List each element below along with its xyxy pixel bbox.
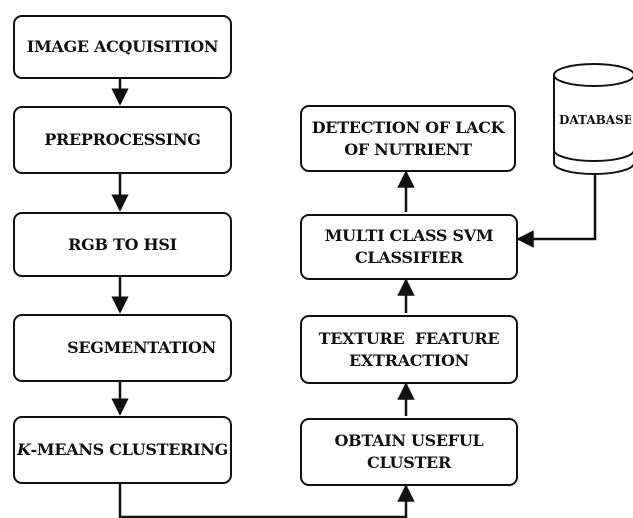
step-obtain-useful-cluster: OBTAIN USEFUL CLUSTER — [300, 418, 518, 486]
database-label: DATABASE — [559, 113, 631, 127]
step-kmeans-clustering: K-MEANS CLUSTERING — [13, 416, 232, 484]
step-label: IMAGE ACQUISITION — [26, 37, 219, 56]
database-cylinder — [553, 63, 633, 175]
step-multi-class-svm-classifier: MULTI CLASS SVM CLASSIFIER — [300, 214, 518, 280]
connector-kmeans-to-cluster — [118, 484, 415, 518]
step-texture-feature-extraction: TEXTURE FEATURE EXTRACTION — [300, 315, 518, 384]
step-label: SEGMENTATION — [67, 338, 216, 357]
step-label: RGB TO HSI — [68, 234, 177, 254]
step-preprocessing: PREPROCESSING — [13, 106, 232, 174]
step-label: DETECTION OF LACK OF NUTRIENT — [311, 117, 505, 159]
step-label: TEXTURE FEATURE EXTRACTION — [318, 328, 500, 370]
step-label: MULTI CLASS SVM CLASSIFIER — [324, 226, 494, 267]
step-segmentation: SEGMENTATION — [13, 314, 232, 382]
step-detection-of-lack-of-nutrient: DETECTION OF LACK OF NUTRIENT — [300, 105, 516, 172]
step-label: OBTAIN USEFUL CLUSTER — [334, 431, 484, 472]
step-image-acquisition: IMAGE ACQUISITION — [13, 15, 232, 79]
connector-database-to-svm — [516, 173, 597, 248]
k-variable: K — [16, 440, 31, 459]
step-rgb-to-hsi: RGB TO HSI — [13, 212, 232, 277]
step-label: PREPROCESSING — [44, 130, 201, 149]
step-label: K-MEANS CLUSTERING — [16, 440, 228, 459]
